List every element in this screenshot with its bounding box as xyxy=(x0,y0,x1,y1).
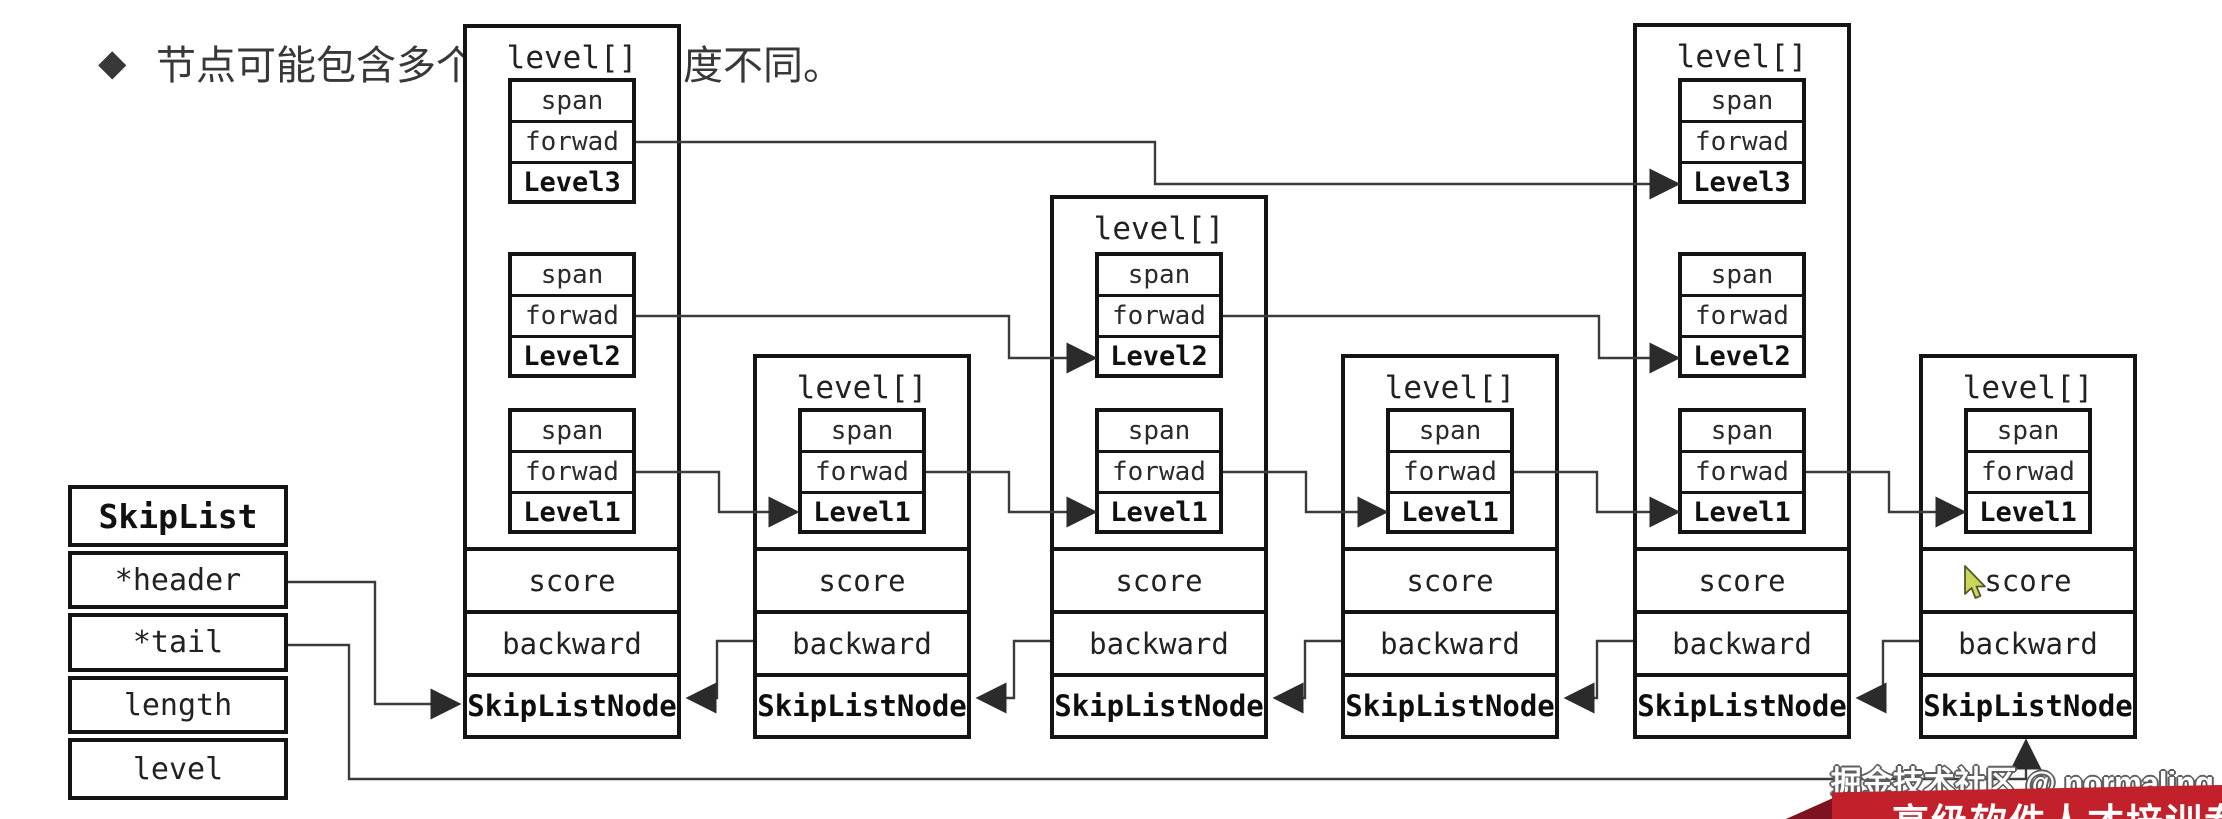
node-3-span-cell: span xyxy=(1127,416,1191,446)
node-4-score-row: score xyxy=(1341,547,1559,610)
wire-4 xyxy=(1223,470,1389,528)
node-3-span-cell: span xyxy=(1127,260,1191,290)
node-3-forward-cell: forwad xyxy=(1099,450,1219,491)
wire-11 xyxy=(975,639,1050,714)
wire-8 xyxy=(1223,314,1681,374)
node-5-score-row: score xyxy=(1633,547,1851,610)
ribbon-text: 高级软件人才培训专家 xyxy=(1832,785,2222,819)
node-5-level-cell: Level2 xyxy=(1682,335,1802,374)
wire-7 xyxy=(636,314,1098,374)
node-5-level-array-title: level[] xyxy=(1676,39,1808,75)
node-3-level-cell: Level2 xyxy=(1099,335,1219,374)
mouse-cursor-icon xyxy=(1964,565,1986,599)
node-1-level-cell: Level1 xyxy=(512,491,632,530)
skiplist-field-level: level xyxy=(68,738,288,800)
node-5-span-cell: span xyxy=(1710,86,1774,116)
node-4-type-row: SkipListNode xyxy=(1341,673,1559,735)
node-2-level-cell: Level1 xyxy=(802,491,922,530)
node-1-level-array-title: level[] xyxy=(506,40,638,76)
note-bullet-icon: ◆ xyxy=(98,42,127,83)
node-2-backward-row: backward xyxy=(753,610,971,673)
node-4-level-cell: Level1 xyxy=(1390,491,1510,530)
node-1-level-cell: Level3 xyxy=(512,161,632,200)
node-5-backward-row: backward xyxy=(1633,610,1851,673)
wire-3 xyxy=(926,470,1098,528)
skiplist-field-length: length xyxy=(68,676,288,734)
node-1-forward-cell: forwad xyxy=(512,450,632,491)
node-6-span-cell: span xyxy=(1996,416,2060,446)
node-5-forward-cell: forwad xyxy=(1682,120,1802,161)
node-3-level-cell: Level1 xyxy=(1099,491,1219,530)
node-6-forward-cell: forwad xyxy=(1968,450,2088,491)
node-2-level-array-title: level[] xyxy=(796,370,928,406)
skiplist-field-header: *header xyxy=(68,551,288,609)
wire-2 xyxy=(636,470,800,528)
node-4-level-array-title: level[] xyxy=(1384,370,1516,406)
node-1-backward-row: backward xyxy=(463,610,681,673)
node-1-span-cell: span xyxy=(540,260,604,290)
skiplist-struct-title: SkipList xyxy=(68,485,288,547)
node-2-forward-cell: forwad xyxy=(802,450,922,491)
node-2-span-cell: span xyxy=(830,416,894,446)
node-3-forward-cell: forwad xyxy=(1099,294,1219,335)
node-3-level-array-title: level[] xyxy=(1093,211,1225,247)
skiplist-field-tail: *tail xyxy=(68,613,288,672)
node-3-score-row: score xyxy=(1050,547,1268,610)
node-6-backward-row: backward xyxy=(1919,610,2137,673)
wire-1 xyxy=(288,643,2042,781)
node-1-type-row: SkipListNode xyxy=(463,673,681,735)
wire-5 xyxy=(1514,470,1681,528)
node-4-span-cell: span xyxy=(1418,416,1482,446)
node-1-forward-cell: forwad xyxy=(512,294,632,335)
node-5-level-cell: Level3 xyxy=(1682,161,1802,200)
wire-6 xyxy=(1806,470,1967,528)
node-1-span-cell: span xyxy=(540,86,604,116)
wire-10 xyxy=(685,639,753,714)
node-1-forward-cell: forwad xyxy=(512,120,632,161)
node-3-type-row: SkipListNode xyxy=(1050,673,1268,735)
note-text-left: 节点可能包含多个 xyxy=(156,44,476,88)
node-6-level-array-title: level[] xyxy=(1962,370,2094,406)
node-2-score-row: score xyxy=(753,547,971,610)
wire-12 xyxy=(1272,639,1341,714)
node-4-backward-row: backward xyxy=(1341,610,1559,673)
node-6-type-row: SkipListNode xyxy=(1919,673,2137,735)
node-6-score-row: score xyxy=(1919,547,2137,610)
node-1-span-cell: span xyxy=(540,416,604,446)
node-5-span-cell: span xyxy=(1710,416,1774,446)
node-3-backward-row: backward xyxy=(1050,610,1268,673)
node-5-forward-cell: forwad xyxy=(1682,450,1802,491)
node-5-level-cell: Level1 xyxy=(1682,491,1802,530)
wire-14 xyxy=(1855,639,1919,714)
node-5-forward-cell: forwad xyxy=(1682,294,1802,335)
node-6-level-cell: Level1 xyxy=(1968,491,2088,530)
node-2-type-row: SkipListNode xyxy=(753,673,971,735)
wire-0 xyxy=(288,580,462,720)
node-1-level-cell: Level2 xyxy=(512,335,632,374)
wire-13 xyxy=(1563,639,1633,714)
node-4-forward-cell: forwad xyxy=(1390,450,1510,491)
node-5-type-row: SkipListNode xyxy=(1633,673,1851,735)
note-text-right: 度不同。 xyxy=(683,44,843,88)
node-5-span-cell: span xyxy=(1710,260,1774,290)
node-1-score-row: score xyxy=(463,547,681,610)
wire-9 xyxy=(636,140,1681,200)
